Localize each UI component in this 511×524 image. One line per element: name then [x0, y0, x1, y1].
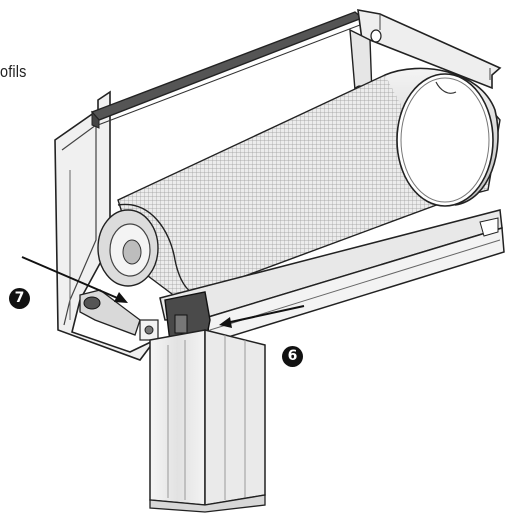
side-bracket: [79, 289, 159, 341]
callout-marker-6: 6: [282, 346, 303, 367]
vertical-post: [149, 329, 266, 513]
arrow-6: [219, 305, 305, 328]
caption-fragment: ofils: [0, 62, 27, 81]
arrow-7: [21, 256, 128, 303]
tube-end-cap: [97, 209, 159, 287]
roller-tube: [117, 67, 501, 301]
bottom-rail: [159, 209, 505, 343]
callout-marker-7: 7: [9, 288, 30, 309]
